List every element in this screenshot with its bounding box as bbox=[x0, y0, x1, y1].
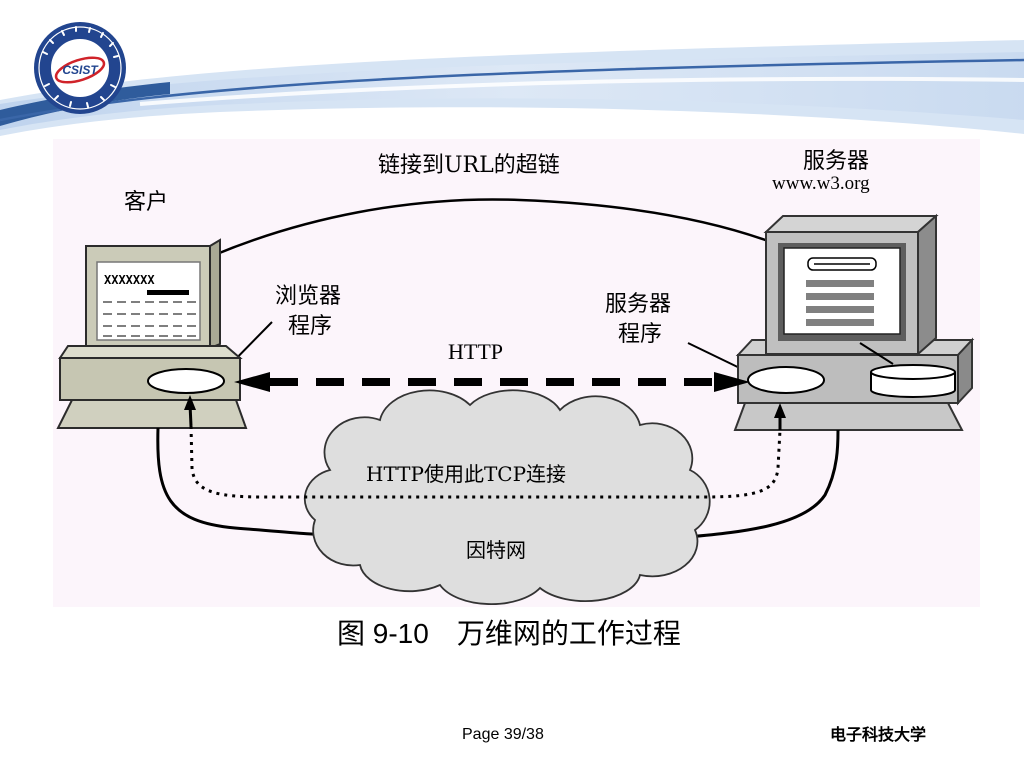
client-screen bbox=[96, 261, 201, 341]
tcp-arrowhead-server bbox=[774, 403, 786, 418]
server-monitor bbox=[763, 213, 939, 357]
tcp-arrowhead-client bbox=[184, 395, 196, 410]
client-network-line bbox=[156, 427, 339, 537]
client-screen-text: XXXXXXX bbox=[104, 273, 155, 287]
server-network-line bbox=[687, 429, 840, 539]
http-arrowhead-right bbox=[714, 372, 750, 392]
client-screen-link bbox=[147, 290, 189, 295]
logo-text: CSIST bbox=[62, 63, 99, 77]
http-arrowhead-left bbox=[234, 372, 270, 392]
server-label: 服务器 bbox=[803, 149, 869, 174]
server-drive-slot bbox=[747, 366, 825, 394]
logo-ring-lettering bbox=[42, 26, 119, 108]
client-label: 客户 bbox=[124, 190, 168, 215]
server-text-bars bbox=[806, 280, 874, 326]
server-keyboard bbox=[733, 402, 964, 431]
browser-program-label-line1: 浏览器 bbox=[275, 284, 341, 309]
client-computer: XXXXXXX bbox=[56, 238, 248, 429]
client-drive-slot bbox=[147, 368, 225, 394]
server-url: www.w3.org bbox=[772, 173, 870, 194]
server-program-label: 服务器 程序 bbox=[605, 292, 671, 347]
browser-program-label: 浏览器 程序 bbox=[275, 284, 341, 339]
server-disk bbox=[870, 364, 956, 398]
footer-page-number: Page 39/38 bbox=[462, 726, 544, 743]
tcp-connection-label: HTTP使用此TCP连接 bbox=[366, 462, 566, 486]
client-base bbox=[56, 345, 248, 429]
internet-label: 因特网 bbox=[466, 538, 526, 562]
server-computer bbox=[733, 213, 975, 431]
client-keyboard bbox=[56, 399, 248, 429]
header-swoosh bbox=[0, 40, 1024, 136]
figure-caption: 图 9-10 万维网的工作过程 bbox=[337, 618, 681, 649]
server-program-label-line2: 程序 bbox=[618, 322, 662, 347]
tcp-dotted-path bbox=[184, 395, 786, 499]
client-monitor: XXXXXXX bbox=[85, 238, 221, 350]
http-label: HTTP bbox=[448, 339, 503, 364]
server-program-label-line1: 服务器 bbox=[605, 292, 671, 317]
footer-institution: 电子科技大学 bbox=[830, 725, 927, 744]
http-dashed-arrow bbox=[234, 372, 750, 392]
browser-program-label-line2: 程序 bbox=[288, 314, 332, 339]
server-hyperlink-bar bbox=[807, 257, 877, 271]
disk-cable bbox=[859, 342, 894, 365]
hyperlink-label: 链接到URL的超链 bbox=[378, 153, 560, 178]
csist-logo: CSIST bbox=[34, 22, 126, 114]
client-screen-text-lines bbox=[103, 301, 197, 337]
